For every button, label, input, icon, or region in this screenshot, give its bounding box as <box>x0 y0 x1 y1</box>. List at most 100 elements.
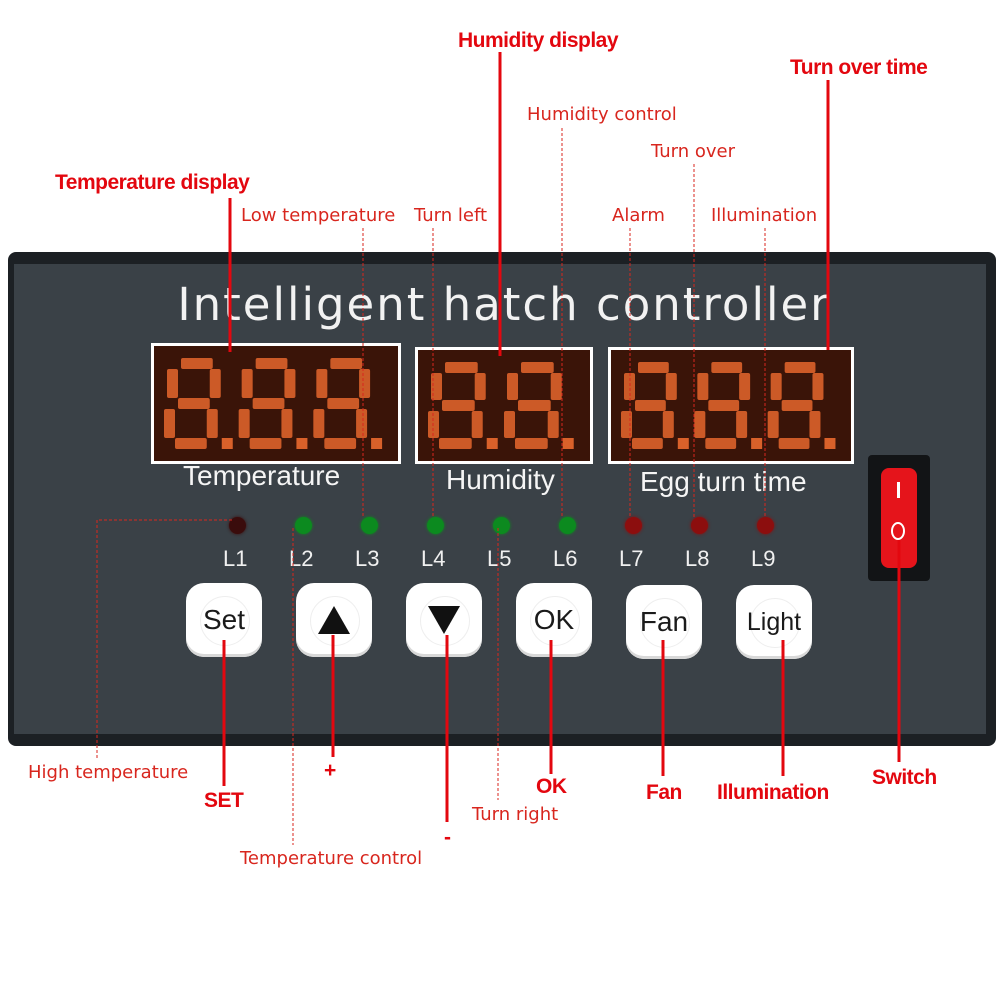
led-indicator <box>229 517 246 534</box>
segment <box>638 362 669 373</box>
segment <box>281 409 293 438</box>
segment <box>812 373 824 400</box>
segment <box>635 400 666 411</box>
segment <box>249 438 282 449</box>
led-indicator <box>757 517 774 534</box>
up-button[interactable] <box>296 583 372 657</box>
egg-turn-display <box>608 347 854 464</box>
segment <box>521 362 554 373</box>
switch-off-mark <box>891 522 905 540</box>
annotation-turn-left: Turn left <box>414 205 488 226</box>
annotation-plus: + <box>324 759 336 782</box>
decimal-point <box>486 438 498 449</box>
segment <box>694 411 706 438</box>
segment <box>431 373 442 400</box>
led-label: L2 <box>289 546 314 571</box>
led-indicator <box>361 517 378 534</box>
segment <box>241 369 253 398</box>
led-indicator <box>295 517 312 534</box>
annotation-set: SET <box>204 789 244 812</box>
segment <box>316 369 328 398</box>
segment <box>705 438 737 449</box>
segment <box>550 373 562 400</box>
ok-button[interactable]: OK <box>516 583 592 657</box>
led-indicator <box>427 517 444 534</box>
annotation-temperature-control: Temperature control <box>240 848 423 869</box>
segment <box>209 369 221 398</box>
device-title: Intelligent hatch controller <box>177 278 831 331</box>
annotation-ok: OK <box>536 775 567 798</box>
decimal-point <box>562 438 574 449</box>
segment <box>428 411 439 438</box>
segment <box>736 411 748 438</box>
segment <box>767 411 779 438</box>
annotation-turn-right: Turn right <box>472 804 559 825</box>
switch-on-mark <box>897 482 900 498</box>
annotation-humidity-control: Humidity control <box>527 104 677 125</box>
segment <box>507 373 518 400</box>
segment <box>662 411 674 438</box>
segment <box>778 438 810 449</box>
led-label: L9 <box>751 546 776 571</box>
segment <box>255 358 288 369</box>
led-label: L7 <box>619 546 644 571</box>
segment <box>518 400 551 411</box>
led-label: L6 <box>553 546 578 571</box>
segment <box>175 438 207 449</box>
segment <box>167 369 178 398</box>
segment <box>284 369 296 398</box>
humidity-label: Humidity <box>446 464 555 495</box>
decimal-point <box>371 438 383 449</box>
segment <box>445 362 478 373</box>
annotation-turn-over-time: Turn over time <box>790 56 928 79</box>
segment <box>711 362 743 373</box>
annotation-minus: - <box>444 826 451 849</box>
segment <box>313 409 325 438</box>
light-button[interactable]: Light <box>736 585 812 659</box>
humidity-display <box>415 347 593 464</box>
segment <box>356 409 368 438</box>
segment <box>330 358 363 369</box>
segment <box>781 400 813 411</box>
segment <box>474 373 486 400</box>
segment <box>624 373 635 400</box>
annotation-fan: Fan <box>646 781 682 804</box>
temperature-label: Temperature <box>183 460 341 491</box>
decimal-point <box>824 438 836 449</box>
annotation-high-temperature: High temperature <box>28 762 189 783</box>
segment <box>164 409 175 438</box>
segment <box>504 411 515 438</box>
annotation-illumination-bottom: Illumination <box>717 781 829 804</box>
segment <box>665 373 677 400</box>
temperature-display <box>151 343 401 464</box>
egg-turn-digits <box>621 362 836 449</box>
segment <box>442 400 475 411</box>
egg-turn-label: Egg turn time <box>640 466 807 497</box>
controller-face <box>14 264 986 734</box>
segment <box>621 411 632 438</box>
led-label: L1 <box>223 546 248 571</box>
segment <box>439 438 472 449</box>
segment <box>739 373 751 400</box>
segment <box>327 398 360 409</box>
led-label: L3 <box>355 546 380 571</box>
segment <box>809 411 821 438</box>
set-button[interactable]: Set <box>186 583 262 657</box>
segment <box>324 438 357 449</box>
segment <box>547 411 559 438</box>
segment <box>206 409 218 438</box>
segment <box>697 373 709 400</box>
down-button[interactable] <box>406 583 482 657</box>
segment <box>359 369 371 398</box>
annotation-illumination-top: Illumination <box>711 205 818 226</box>
annotation-switch: Switch <box>872 766 937 789</box>
decimal-point <box>221 438 233 449</box>
led-label: L8 <box>685 546 710 571</box>
fan-button[interactable]: Fan <box>626 585 702 659</box>
led-label: L5 <box>487 546 512 571</box>
segment <box>181 358 213 369</box>
decimal-point <box>677 438 689 449</box>
segment <box>252 398 285 409</box>
segment <box>784 362 816 373</box>
segment <box>770 373 782 400</box>
